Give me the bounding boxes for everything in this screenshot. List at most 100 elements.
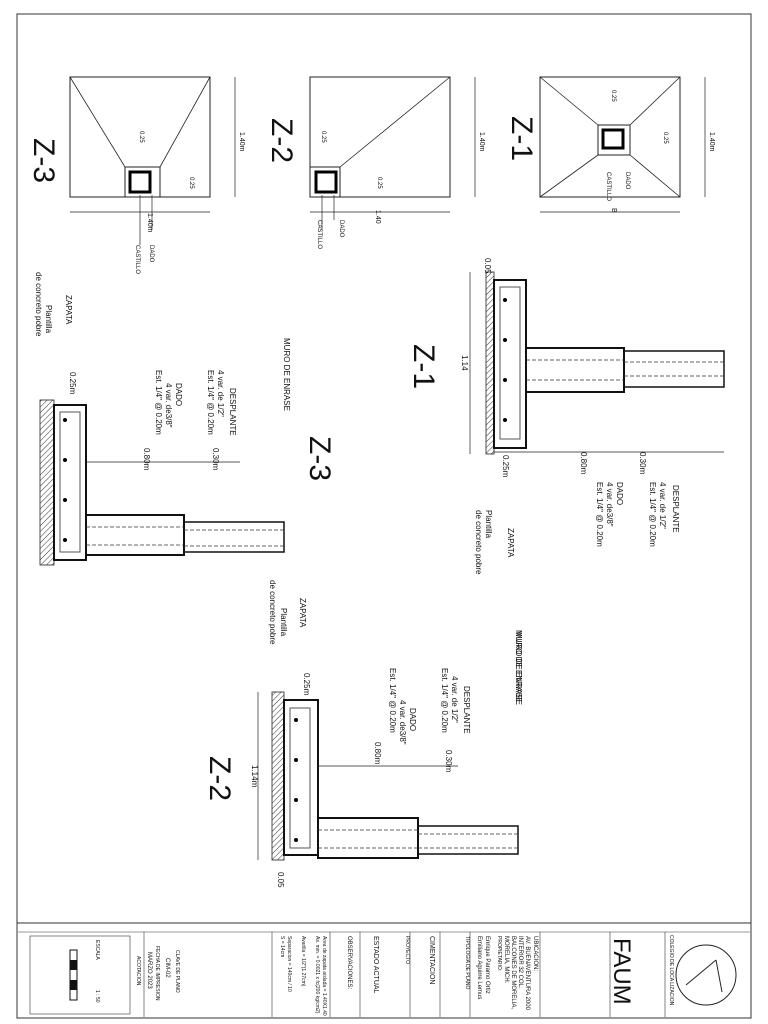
- svg-text:de concreto pobre: de concreto pobre: [34, 272, 43, 337]
- svg-text:1.40m: 1.40m: [238, 132, 245, 152]
- section-title: Z-1: [407, 344, 440, 389]
- svg-text:DESPLANTE: DESPLANTE: [671, 485, 680, 533]
- svg-text:COLEGIO DE LOCA LIZACION: COLEGIO DE LOCA LIZACION: [668, 935, 674, 1006]
- svg-text:INTERIOR 32 COL.: INTERIOR 32 COL.: [517, 936, 523, 989]
- svg-text:Avarilla = 1/2"(1.27cm): Avarilla = 1/2"(1.27cm): [300, 936, 306, 987]
- svg-text:CASTILLO: CASTILLO: [316, 220, 322, 249]
- svg-text:MARZO 2023: MARZO 2023: [146, 952, 152, 989]
- plantilla-slab: [271, 691, 285, 861]
- svg-text:CIMENTACION: CIMENTACION: [428, 936, 435, 984]
- svg-text:1.14m: 1.14m: [250, 765, 259, 788]
- dado-square: [128, 170, 152, 194]
- svg-text:4 var. de3/8": 4 var. de3/8": [605, 482, 614, 527]
- svg-text:ESTADO ACTUAL: ESTADO ACTUAL: [372, 936, 379, 994]
- title-block: COLEGIO DE LOCA LIZACION FAUM UBICACION:…: [18, 931, 750, 1017]
- svg-text:OBSERVACIONES:: OBSERVACIONES:: [346, 936, 352, 989]
- svg-text:ACOTACION: ACOTACION: [135, 956, 141, 986]
- svg-text:B: B: [610, 208, 617, 213]
- svg-text:Separacion = 140cm / 10: Separacion = 140cm / 10: [286, 936, 292, 992]
- svg-text:0.25: 0.25: [138, 131, 144, 143]
- compass-icon: [675, 944, 737, 1006]
- dado-square: [314, 170, 338, 194]
- scale-bar: [69, 949, 78, 1001]
- svg-text:ZAPATA: ZAPATA: [64, 295, 73, 325]
- svg-text:de concreto pobre: de concreto pobre: [474, 510, 483, 575]
- section-title: Z-2: [203, 756, 236, 801]
- svg-text:As. min. = 0.0021 x fc(200 kg/: As. min. = 0.0021 x fc(200 kg/cm2): [314, 936, 320, 1014]
- svg-text:0.25: 0.25: [610, 90, 616, 102]
- svg-text:MURO DE ENRASE: MURO DE ENRASE: [282, 338, 291, 411]
- svg-text:Est. 1/4" @ 0.20m: Est. 1/4" @ 0.20m: [648, 482, 657, 547]
- svg-text:BALCONES DE MORELIA,: BALCONES DE MORELIA,: [510, 936, 516, 1009]
- dado-square: [601, 128, 625, 150]
- svg-text:0.25: 0.25: [188, 177, 194, 189]
- svg-text:DESPLANTE: DESPLANTE: [228, 388, 237, 436]
- svg-text:Est. 1/4" @ 0.20m: Est. 1/4" @ 0.20m: [154, 370, 163, 435]
- svg-text:1.14: 1.14: [460, 355, 469, 371]
- svg-text:UBICACION:: UBICACION:: [532, 936, 538, 971]
- svg-text:ESCALA: ESCALA: [94, 940, 100, 960]
- svg-text:FECHA DE IMPRESION: FECHA DE IMPRESION: [154, 946, 160, 1001]
- svg-text:Est. 1/4" @ 0.20m: Est. 1/4" @ 0.20m: [206, 370, 215, 435]
- svg-text:0.25: 0.25: [662, 132, 668, 144]
- svg-text:0.80m: 0.80m: [142, 448, 151, 471]
- plan-title: Z-2: [265, 118, 298, 163]
- svg-text:MURO DE ENRASE: MURO DE ENRASE: [514, 630, 523, 703]
- svg-text:0.25m: 0.25m: [68, 372, 77, 395]
- svg-text:0.25: 0.25: [320, 131, 326, 143]
- svg-text:S = 14cm: S = 14cm: [279, 936, 285, 957]
- svg-text:1.40m: 1.40m: [708, 132, 715, 152]
- plan-title: Z-3: [27, 138, 60, 183]
- svg-text:Plantilla: Plantilla: [44, 305, 53, 334]
- svg-text:ZAPATA: ZAPATA: [506, 528, 515, 558]
- svg-text:4 var. de 1/2": 4 var. de 1/2": [216, 370, 225, 417]
- svg-text:MURO DE ENRASE: MURO DE ENRASE: [514, 632, 523, 705]
- section-z2: Z-2 MURO DE ENRASE DESPLANTE 4 var. de 1…: [203, 580, 523, 888]
- svg-text:0.80m: 0.80m: [579, 452, 588, 475]
- svg-text:PROPIETARIO:: PROPIETARIO:: [496, 936, 502, 971]
- plan-z1: Z-1 1.40m B 0.25 0.25 DADO CASTILLO: [505, 76, 715, 213]
- svg-text:DADO: DADO: [615, 482, 624, 505]
- sheet-border: [16, 13, 752, 1019]
- plan-z2: Z-2 1.40m 1.40 0.25 0.25 DADO CASTILLO: [265, 76, 485, 249]
- svg-text:DADO: DADO: [338, 220, 344, 238]
- svg-text:Plantilla: Plantilla: [279, 608, 288, 637]
- svg-text:4 var. de3/8": 4 var. de3/8": [398, 700, 407, 745]
- svg-text:ZAPATA: ZAPATA: [298, 598, 307, 628]
- svg-text:Emiliano Aguirre Lemus: Emiliano Aguirre Lemus: [476, 936, 482, 999]
- svg-text:DADO: DADO: [174, 383, 183, 406]
- plantilla-slab: [485, 271, 495, 455]
- svg-text:0.30m: 0.30m: [211, 448, 220, 471]
- section-title: Z-3: [303, 436, 336, 481]
- svg-text:AV. BUENAVENTURA 2000: AV. BUENAVENTURA 2000: [524, 936, 530, 1011]
- section-z3: Z-3 MURO DE ENRASE DESPLANTE 4 var. de 1…: [34, 272, 336, 566]
- svg-text:1.40m: 1.40m: [478, 132, 485, 152]
- svg-text:Est. 1/4" @ 0.20m: Est. 1/4" @ 0.20m: [388, 668, 397, 733]
- svg-text:Plantilla: Plantilla: [484, 510, 493, 539]
- svg-text:0.05: 0.05: [276, 872, 285, 888]
- svg-text:DADO: DADO: [624, 172, 630, 190]
- svg-text:DADO: DADO: [408, 708, 417, 731]
- svg-text:DADO: DADO: [148, 245, 154, 263]
- plan-z3: Z-3 1.40m 1.40m 0.25 0.25 DADO CASTILLO: [27, 76, 245, 274]
- svg-text:0.80m: 0.80m: [373, 742, 382, 765]
- svg-text:1.40: 1.40: [374, 210, 381, 224]
- svg-text:1.40m: 1.40m: [146, 213, 153, 233]
- svg-text:0.05: 0.05: [483, 258, 492, 274]
- svg-text:Enrique Paramo Ortiz: Enrique Paramo Ortiz: [484, 936, 490, 994]
- svg-text:0.30m: 0.30m: [638, 452, 647, 475]
- svg-text:TIPOLOGIA DE PLANO: TIPOLOGIA DE PLANO: [464, 936, 470, 989]
- svg-text:Area de zapata aislada = 1.40X: Area de zapata aislada = 1.40X1.40: [321, 936, 327, 1016]
- svg-text:PROYECTO: PROYECTO: [404, 936, 410, 964]
- plantilla-slab: [39, 399, 55, 566]
- svg-text:CASTILLO: CASTILLO: [605, 172, 611, 201]
- svg-text:0.25m: 0.25m: [302, 673, 311, 696]
- svg-text:4 var. de 1/2": 4 var. de 1/2": [658, 482, 667, 529]
- svg-text:4 var. de 1/2": 4 var. de 1/2": [450, 676, 459, 723]
- scale-bar-box: [29, 935, 131, 1015]
- plan-title: Z-1: [505, 116, 538, 161]
- svg-text:0.30m: 0.30m: [444, 750, 453, 773]
- svg-text:Est. 1/4" @ 0.20m: Est. 1/4" @ 0.20m: [440, 668, 449, 733]
- svg-text:CASTILLO: CASTILLO: [134, 245, 140, 274]
- svg-text:de concreto pobre: de concreto pobre: [268, 580, 277, 645]
